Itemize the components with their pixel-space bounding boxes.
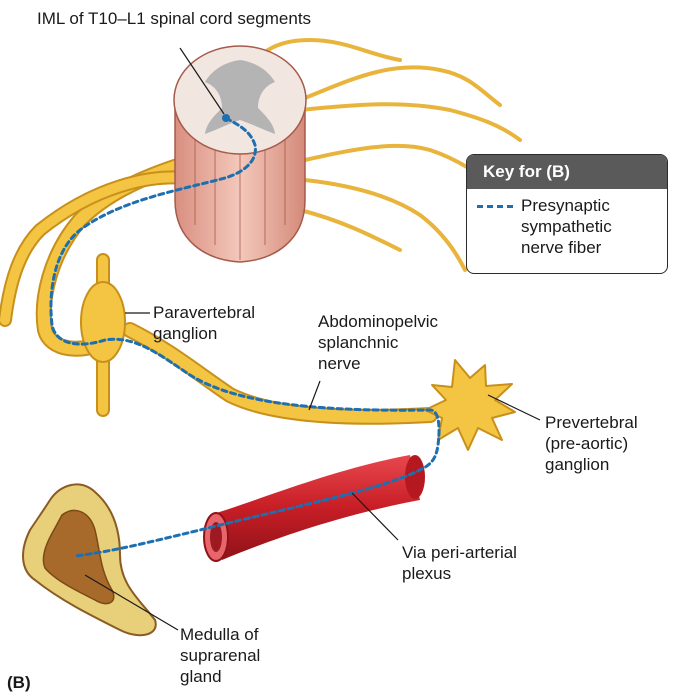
label-line: splanchnic	[318, 332, 438, 353]
paravertebral-ganglion	[81, 282, 125, 362]
key-entry: Presynaptic sympathetic nerve fiber	[467, 189, 667, 258]
label-line: ganglion	[545, 454, 638, 475]
dashed-line-icon	[477, 205, 513, 208]
artery	[204, 455, 425, 561]
label-line: plexus	[402, 563, 517, 584]
label-line: ganglion	[153, 323, 255, 344]
key-title: Key for (B)	[467, 155, 667, 189]
label-suprarenal-medulla: Medulla of suprarenal gland	[180, 624, 260, 687]
key-entry-line: Presynaptic	[521, 195, 667, 216]
iml-cell-body	[222, 114, 230, 122]
label-paravertebral-ganglion: Paravertebral ganglion	[153, 302, 255, 344]
label-line: Abdominopelvic	[318, 311, 438, 332]
key-box: Key for (B) Presynaptic sympathetic nerv…	[466, 154, 668, 274]
label-splanchnic-nerve: Abdominopelvic splanchnic nerve	[318, 311, 438, 374]
label-iml: IML of T10–L1 spinal cord segments	[37, 8, 311, 29]
label-line: Via peri-arterial	[402, 542, 517, 563]
label-line: gland	[180, 666, 260, 687]
label-line: Paravertebral	[153, 302, 255, 323]
label-line: Medulla of	[180, 624, 260, 645]
suprarenal-gland	[23, 484, 156, 635]
label-line: nerve	[318, 353, 438, 374]
key-entry-line: sympathetic	[521, 216, 667, 237]
spinal-cord	[174, 46, 306, 262]
label-line: suprarenal	[180, 645, 260, 666]
label-line: Prevertebral	[545, 412, 638, 433]
panel-label: (B)	[7, 672, 31, 693]
key-entry-line: nerve fiber	[521, 237, 667, 258]
label-prevertebral-ganglion: Prevertebral (pre-aortic) ganglion	[545, 412, 638, 475]
label-periarterial-plexus: Via peri-arterial plexus	[402, 542, 517, 584]
label-line: (pre-aortic)	[545, 433, 638, 454]
